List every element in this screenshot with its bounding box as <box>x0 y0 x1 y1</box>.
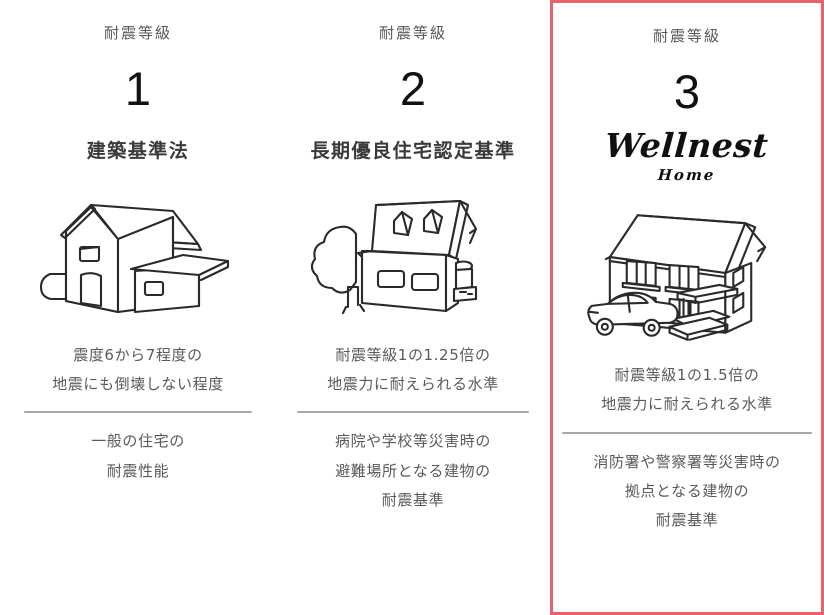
grade-column-1[interactable]: 耐震等級 1 建築基準法 <box>0 0 276 615</box>
desc-secondary-2: 病院や学校等災害時の 避難場所となる建物の 耐震基準 <box>335 427 491 515</box>
desc-primary-3: 耐震等級1の1.5倍の 地震力に耐えられる水準 <box>601 361 773 420</box>
desc-secondary-3-line-1: 消防署や警察署等災害時の <box>593 452 781 471</box>
grade-label-2: 耐震等級 <box>378 24 447 42</box>
grade-label-3: 耐震等級 <box>652 27 721 45</box>
divider-3 <box>562 431 812 434</box>
grade-number-2: 2 <box>399 62 427 115</box>
standard-name-1: 建築基準法 <box>86 140 190 162</box>
desc-secondary-1-line-2: 耐震性能 <box>106 461 170 480</box>
desc-secondary-1-line-1: 一般の住宅の <box>91 432 185 451</box>
grade-column-3[interactable]: 耐震等級 3 Wellnest Home <box>550 0 824 615</box>
desc-secondary-1: 一般の住宅の 耐震性能 <box>91 427 185 486</box>
desc-primary-2-line-2: 地震力に耐えられる水準 <box>327 375 499 394</box>
standard-name-2: 長期優良住宅認定基準 <box>310 140 516 162</box>
divider-1 <box>24 411 252 414</box>
desc-primary-3-line-1: 耐震等級1の1.5倍の <box>614 366 760 384</box>
grade-number-1: 1 <box>124 62 152 115</box>
desc-secondary-2-line-3: 耐震基準 <box>381 490 445 509</box>
brand-subtitle: Home <box>657 166 717 184</box>
grade-number-3: 3 <box>673 65 701 118</box>
house-single-story-illustration <box>21 179 256 329</box>
grade-label-1: 耐震等級 <box>103 24 172 42</box>
grade-column-2[interactable]: 耐震等級 2 長期優良住宅認定基準 <box>276 0 550 615</box>
desc-secondary-3: 消防署や警察署等災害時の 拠点となる建物の 耐震基準 <box>593 448 780 536</box>
house-with-tree-illustration <box>296 179 531 329</box>
brand-name: Wellnest <box>604 126 770 165</box>
divider-2 <box>297 411 529 414</box>
desc-primary-3-line-2: 地震力に耐えられる水準 <box>601 395 773 414</box>
desc-secondary-3-line-3: 耐震基準 <box>655 511 719 529</box>
desc-primary-1-line-1: 震度6から7程度の <box>73 345 203 364</box>
desc-secondary-2-line-1: 病院や学校等災害時の <box>334 432 491 451</box>
desc-secondary-2-line-2: 避難場所となる建物の <box>335 461 491 480</box>
desc-primary-1: 震度6から7程度の 地震にも倒壊しない程度 <box>52 341 224 400</box>
wellnest-home-logo: Wellnest Home <box>604 126 770 184</box>
desc-secondary-3-line-2: 拠点となる建物の <box>624 481 750 500</box>
house-two-story-with-car-illustration <box>570 199 805 349</box>
desc-primary-2-line-1: 耐震等級1の1.25倍の <box>335 345 491 364</box>
desc-primary-1-line-2: 地震にも倒壊しない程度 <box>52 375 224 394</box>
desc-primary-2: 耐震等級1の1.25倍の 地震力に耐えられる水準 <box>327 341 499 400</box>
